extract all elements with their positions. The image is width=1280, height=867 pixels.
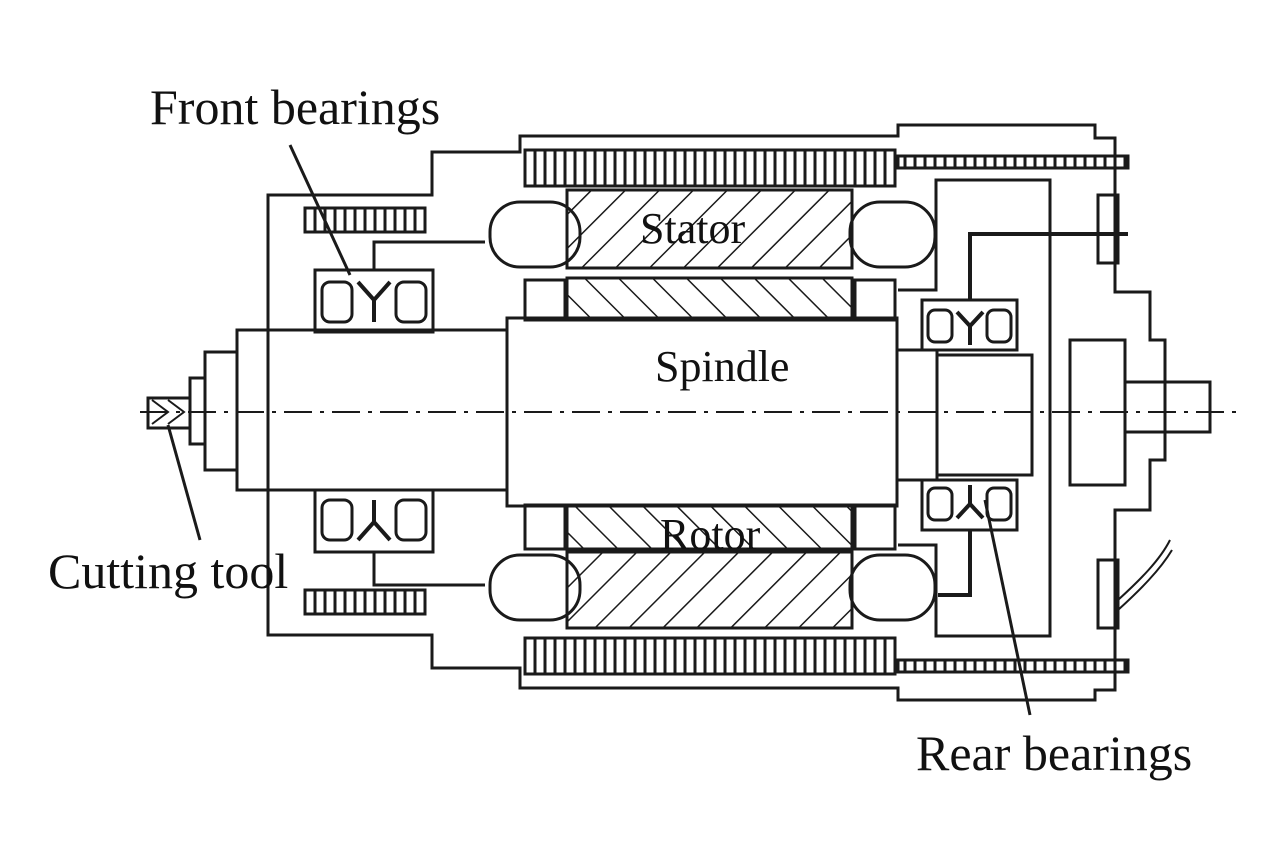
rear-shaft-stub bbox=[1123, 380, 1212, 434]
winding-end-bottom-right bbox=[848, 553, 937, 622]
front-seal-bottom bbox=[303, 588, 427, 616]
front-bearing-bottom bbox=[313, 488, 435, 554]
winding-end-top-right bbox=[848, 200, 937, 269]
rotor-end-tr bbox=[853, 278, 897, 322]
spindle-rear-journal bbox=[935, 353, 1034, 477]
rear-spacer-lines bbox=[938, 232, 1128, 597]
rear-bearings-label: Rear bearings bbox=[916, 725, 1193, 781]
rotor-end-br bbox=[853, 503, 897, 551]
rear-bearing-bottom bbox=[920, 478, 1019, 532]
rear-bracket-bottom bbox=[1096, 558, 1120, 630]
stator-label: Stator bbox=[640, 204, 746, 253]
rotor-bottom bbox=[565, 503, 854, 551]
cooling-strip-top bbox=[523, 148, 897, 188]
spindle-shaft bbox=[235, 328, 509, 492]
rotor-end-bl bbox=[523, 503, 567, 551]
front-bearings-label: Front bearings bbox=[150, 79, 441, 135]
rotor-label: Rotor bbox=[660, 510, 761, 559]
front-spacer-lines bbox=[372, 240, 485, 587]
rear-housing-inner bbox=[898, 178, 1052, 638]
stator-bottom bbox=[565, 550, 854, 630]
spindle-rear bbox=[895, 348, 939, 482]
front-bearing-top bbox=[313, 268, 435, 334]
cable bbox=[1117, 539, 1173, 611]
stator-top bbox=[565, 188, 854, 270]
rear-bearing-top bbox=[920, 298, 1019, 352]
housing-strip-top-right bbox=[896, 154, 1130, 170]
rotor-top bbox=[565, 276, 854, 322]
leader-rear-bearings-a bbox=[983, 499, 1032, 716]
leader-cutting-tool bbox=[166, 424, 202, 541]
housing-strip-bottom-right bbox=[896, 658, 1130, 674]
spindle-label: Spindle bbox=[655, 342, 790, 391]
rotor-end-tl bbox=[523, 278, 567, 322]
cooling-strip-bottom bbox=[523, 636, 897, 676]
cutting-tool-label: Cutting tool bbox=[48, 543, 289, 599]
rear-bracket-top bbox=[1096, 193, 1120, 265]
housing-outline bbox=[266, 123, 1167, 702]
leader-front-bearings bbox=[288, 144, 352, 276]
